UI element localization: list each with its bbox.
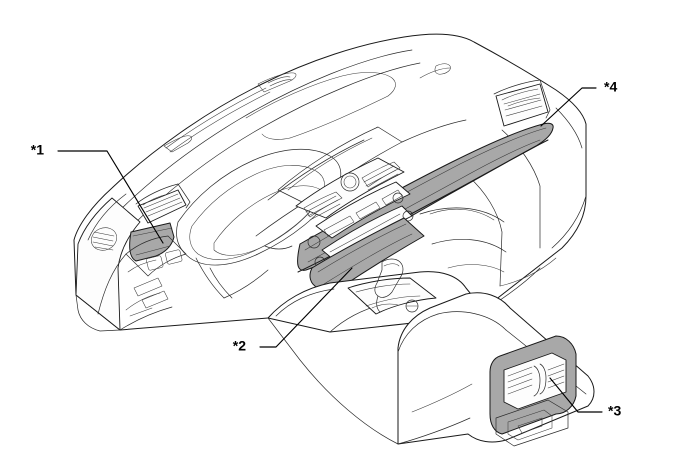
center-console-assembly [267, 258, 501, 445]
callout-4-label: *4 [604, 79, 617, 95]
driver-side-air-vent [135, 183, 191, 224]
center-console-control-stack [295, 157, 425, 289]
callout-2-leader [259, 267, 353, 348]
callout-3-leader [549, 377, 603, 413]
callout-3-label: *3 [608, 403, 621, 419]
callout-2-label: *2 [233, 338, 246, 354]
callout-1-label: *1 [31, 142, 44, 158]
rear-console-air-vent [489, 335, 577, 447]
callout-3: *3 [549, 377, 621, 419]
driver-side-dash-end [75, 193, 141, 332]
driver-side-instrument-panel-trim [129, 222, 175, 262]
callout-group: *1 *2 *3 *4 [31, 79, 622, 419]
callout-4-leader [540, 87, 597, 127]
passenger-side-air-vent [493, 79, 551, 127]
callout-1: *1 [31, 142, 164, 244]
driver-lower-switch-panel [119, 235, 187, 331]
callout-2: *2 [233, 267, 353, 354]
callout-1-leader [57, 150, 164, 244]
passenger-lower-dash [419, 207, 507, 273]
callout-4: *4 [540, 79, 617, 127]
